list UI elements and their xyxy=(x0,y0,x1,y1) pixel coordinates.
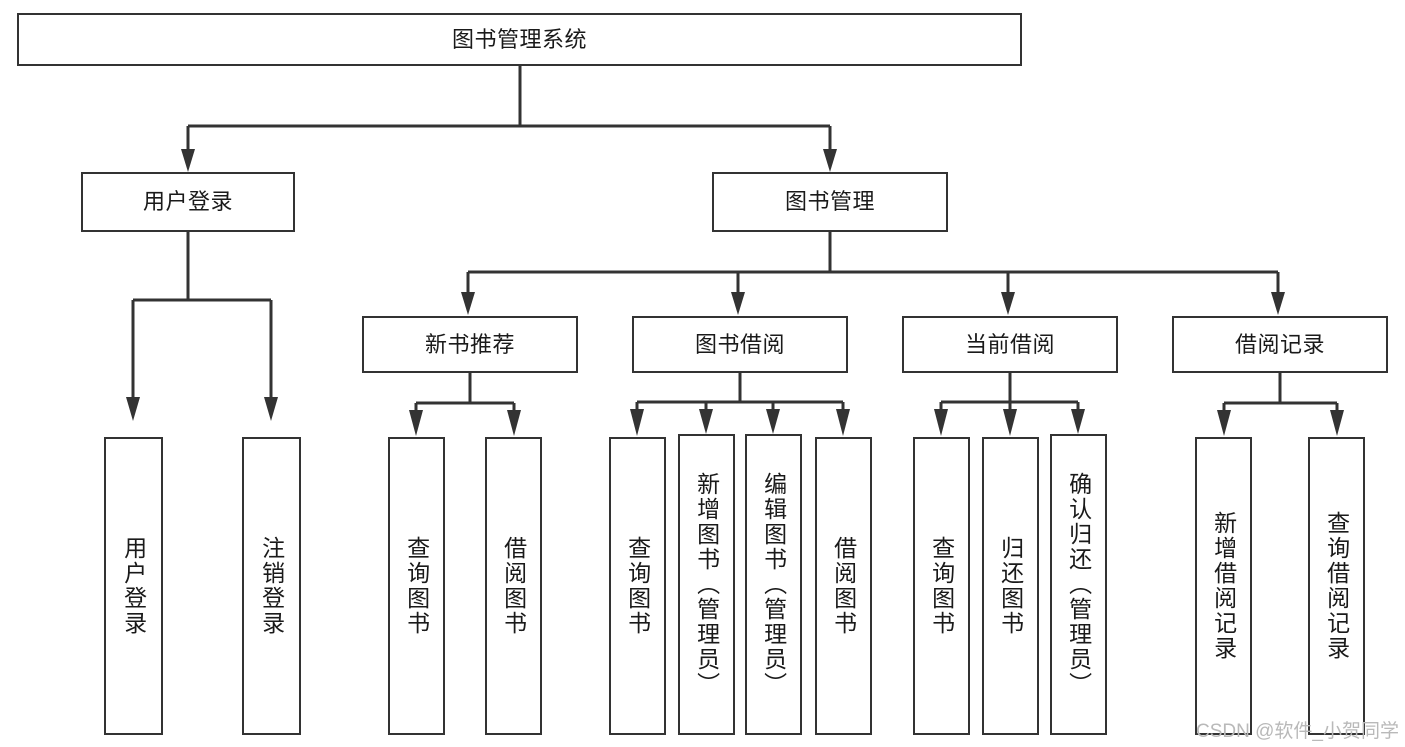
node-borrow-record-label: 借阅记录 xyxy=(1234,331,1325,357)
node-leaf-add-record-label: 新增借阅记录 xyxy=(1210,511,1237,661)
node-leaf-confirm-return-label: 确认归还（管理员） xyxy=(1065,472,1092,697)
node-leaf-user-logout[interactable]: 注销登录 xyxy=(242,437,301,735)
arrow-leaf-borrow-book-1 xyxy=(507,410,521,436)
arrow-new-book-rec xyxy=(461,292,475,315)
node-leaf-return-book[interactable]: 归还图书 xyxy=(982,437,1039,735)
node-leaf-user-login[interactable]: 用户登录 xyxy=(104,437,163,735)
arrow-leaf-add-record xyxy=(1217,410,1231,436)
arrow-leaf-query-book-1 xyxy=(409,410,423,436)
node-leaf-query-book-3-label: 查询图书 xyxy=(928,536,955,636)
node-current-borrow[interactable]: 当前借阅 xyxy=(902,316,1118,373)
arrow-leaf-add-book xyxy=(699,409,713,434)
node-leaf-borrow-book-2-label: 借阅图书 xyxy=(830,536,857,636)
node-book-manage-label: 图书管理 xyxy=(784,189,875,215)
node-leaf-edit-book[interactable]: 编辑图书（管理员） xyxy=(745,434,802,735)
arrow-borrow-record xyxy=(1271,292,1285,315)
node-leaf-query-book-1[interactable]: 查询图书 xyxy=(388,437,445,735)
arrow-leaf-confirm-return xyxy=(1071,409,1085,434)
node-borrow-record[interactable]: 借阅记录 xyxy=(1172,316,1388,373)
node-leaf-query-book-2-label: 查询图书 xyxy=(624,536,651,636)
node-leaf-query-book-2[interactable]: 查询图书 xyxy=(609,437,666,735)
arrow-leaf-edit-book xyxy=(766,409,780,434)
node-leaf-add-record[interactable]: 新增借阅记录 xyxy=(1195,437,1252,735)
arrow-leaf-query-book-3 xyxy=(934,409,948,436)
arrow-user-login xyxy=(181,149,195,172)
node-leaf-borrow-book-1[interactable]: 借阅图书 xyxy=(485,437,542,735)
node-leaf-query-book-1-label: 查询图书 xyxy=(403,536,430,636)
arrow-book-manage xyxy=(823,149,837,172)
node-leaf-user-login-label: 用户登录 xyxy=(120,536,147,636)
node-new-book-rec[interactable]: 新书推荐 xyxy=(362,316,578,373)
node-leaf-query-record[interactable]: 查询借阅记录 xyxy=(1308,437,1365,735)
node-new-book-rec-label: 新书推荐 xyxy=(424,331,515,357)
node-user-login[interactable]: 用户登录 xyxy=(81,172,295,232)
arrow-current-borrow xyxy=(1001,292,1015,315)
node-root[interactable]: 图书管理系统 xyxy=(17,13,1022,66)
node-leaf-add-book[interactable]: 新增图书（管理员） xyxy=(678,434,735,735)
node-leaf-add-book-label: 新增图书（管理员） xyxy=(693,472,720,697)
arrow-leaf-user-login xyxy=(126,397,140,421)
node-root-label: 图书管理系统 xyxy=(451,26,587,52)
node-leaf-borrow-book-2[interactable]: 借阅图书 xyxy=(815,437,872,735)
arrow-leaf-query-book-2 xyxy=(630,409,644,436)
node-current-borrow-label: 当前借阅 xyxy=(964,331,1055,357)
node-book-manage[interactable]: 图书管理 xyxy=(712,172,948,232)
node-leaf-edit-book-label: 编辑图书（管理员） xyxy=(760,472,787,697)
arrow-book-borrow xyxy=(731,292,745,315)
node-book-borrow[interactable]: 图书借阅 xyxy=(632,316,848,373)
arrow-leaf-user-logout xyxy=(264,397,278,421)
node-leaf-query-record-label: 查询借阅记录 xyxy=(1323,511,1350,661)
node-leaf-borrow-book-1-label: 借阅图书 xyxy=(500,536,527,636)
node-book-borrow-label: 图书借阅 xyxy=(694,331,785,357)
csdn-watermark: CSDN @软件_小贺同学 xyxy=(1196,721,1399,742)
node-leaf-query-book-3[interactable]: 查询图书 xyxy=(913,437,970,735)
node-leaf-return-book-label: 归还图书 xyxy=(997,536,1024,636)
node-leaf-user-logout-label: 注销登录 xyxy=(258,536,285,636)
arrow-leaf-query-record xyxy=(1330,410,1344,436)
node-user-login-label: 用户登录 xyxy=(142,189,233,215)
node-leaf-confirm-return[interactable]: 确认归还（管理员） xyxy=(1050,434,1107,735)
arrow-leaf-borrow-book-2 xyxy=(836,409,850,436)
arrow-leaf-return-book xyxy=(1003,409,1017,436)
